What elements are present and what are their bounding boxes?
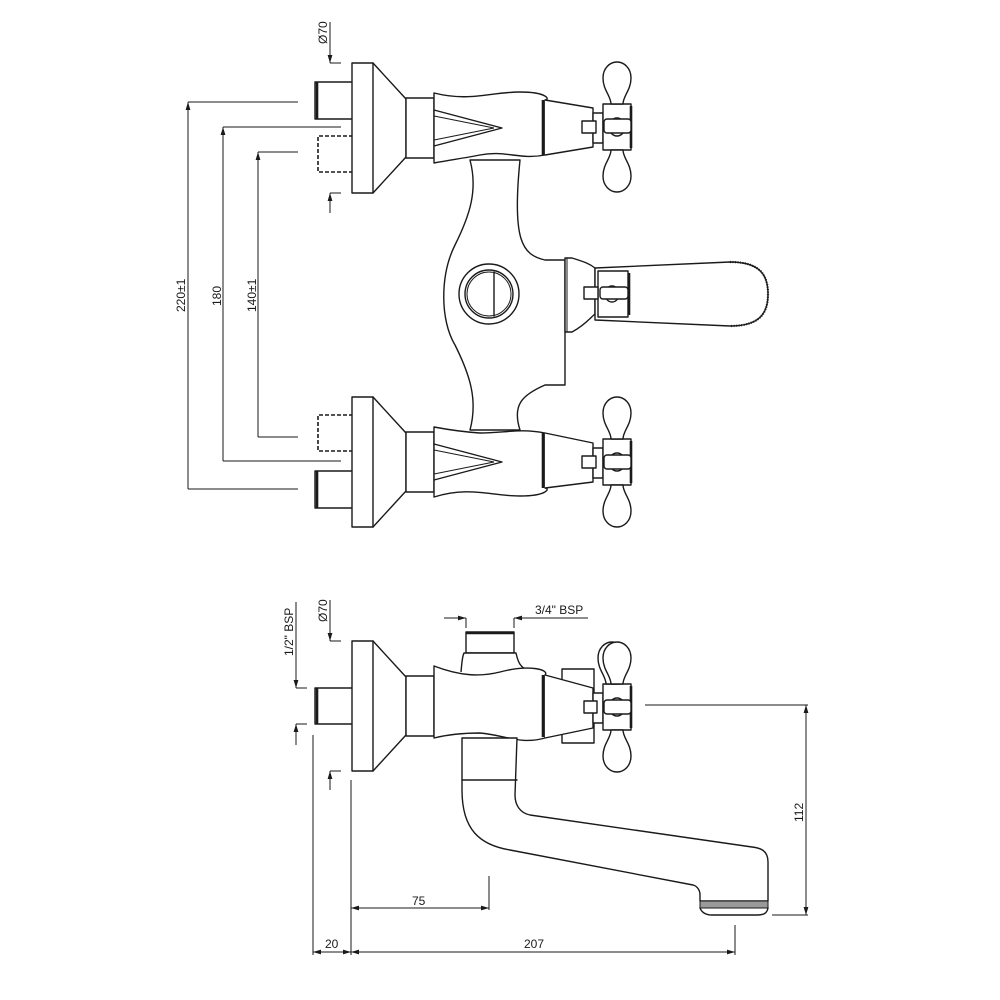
outlet-thread-label: 3/4" BSP xyxy=(535,603,583,617)
inner-dimension-label: 140±1 xyxy=(245,278,259,312)
upper-inlet-assembly xyxy=(314,61,633,194)
overall-height-label: 220±1 xyxy=(174,278,188,312)
lower-valve-body xyxy=(433,426,548,498)
side-view-dimensions: 1/2" BSP Ø70 3/4" BSP 112 xyxy=(282,599,809,955)
outlet-thread xyxy=(465,631,515,654)
lower-inlet-assembly xyxy=(314,396,633,528)
shower-outlet-arm xyxy=(564,257,770,333)
side-flange xyxy=(351,640,374,772)
diverter-outer-ring xyxy=(458,263,520,325)
side-valve-body xyxy=(433,665,547,742)
top-view-dimensions: Ø70 220±1 180 140±1 xyxy=(174,21,341,490)
top-view: Ø70 220±1 180 140±1 xyxy=(174,21,770,528)
spout-aerator xyxy=(699,900,769,909)
lower-handle-lever-bottom xyxy=(602,484,632,528)
side-flange-diameter-label: Ø70 xyxy=(316,599,330,622)
side-pipe-stub xyxy=(314,687,354,725)
upper-hidden-pipe xyxy=(317,135,353,173)
lower-hidden-pipe xyxy=(317,414,353,452)
upper-pipe-stub xyxy=(314,81,354,120)
flange-depth-label: 20 xyxy=(325,937,339,951)
side-handle-lever-top xyxy=(602,641,632,685)
lower-pipe-stub xyxy=(314,470,354,509)
side-handle-lever-bottom xyxy=(602,729,632,773)
centers-label: 180 xyxy=(210,286,224,306)
upper-handle-lever-top xyxy=(602,61,632,105)
central-body xyxy=(443,159,566,431)
top-flange-diameter-label: Ø70 xyxy=(316,21,330,44)
upper-handle-lever-bottom xyxy=(602,149,632,193)
lower-flange xyxy=(351,396,374,528)
side-view: 1/2" BSP Ø70 3/4" BSP 112 xyxy=(282,599,809,955)
spout-height-label: 112 xyxy=(792,803,806,822)
lower-handle-lever-top xyxy=(602,396,632,440)
spout-projection-label: 207 xyxy=(524,937,544,951)
spout-offset-label: 75 xyxy=(412,894,426,908)
inlet-thread-label: 1/2" BSP xyxy=(282,608,296,656)
upper-flange xyxy=(351,62,374,194)
